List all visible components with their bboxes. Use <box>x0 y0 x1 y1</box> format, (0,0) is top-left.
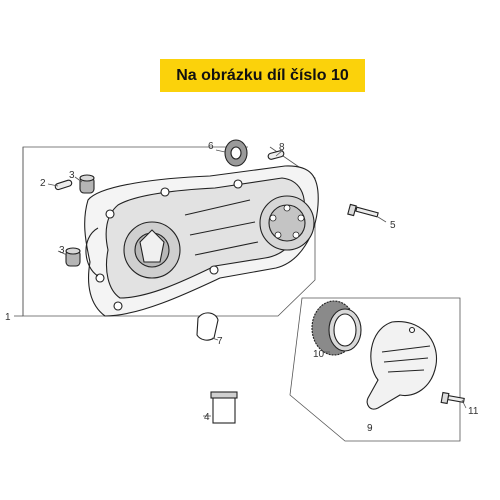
rubber-bush-upper <box>79 174 95 194</box>
callout-9: 9 <box>367 423 373 434</box>
leader-7 <box>211 337 219 341</box>
callout-3-upper: 3 <box>69 170 75 181</box>
screw-5 <box>347 203 379 218</box>
leader-11 <box>461 399 467 409</box>
block-4 <box>210 391 238 424</box>
leader-8 <box>275 149 284 157</box>
leader-3b <box>57 250 68 256</box>
callout-4: 4 <box>204 412 210 423</box>
callout-3-lower: 3 <box>59 245 65 256</box>
banner-text: Na obrázku díl číslo 10 <box>176 66 349 84</box>
leader-6 <box>215 149 226 153</box>
filter-cover <box>366 321 438 410</box>
dowel-pin <box>54 179 73 191</box>
callout-7: 7 <box>217 336 223 347</box>
air-filter-sponge <box>311 300 362 356</box>
callout-2: 2 <box>40 178 46 189</box>
leader-5 <box>377 216 387 223</box>
callout-11: 11 <box>468 406 479 417</box>
screw-11 <box>440 391 465 405</box>
bearing <box>224 139 248 167</box>
gasket-piece <box>196 312 219 341</box>
leader-3a <box>74 176 83 183</box>
crankcase-cover <box>84 165 319 317</box>
callout-10: 10 <box>313 349 325 360</box>
assembly-boundary-cover <box>289 297 461 442</box>
callout-1: 1 <box>5 312 11 323</box>
callout-8: 8 <box>279 142 285 153</box>
callout-6: 6 <box>208 141 214 152</box>
rubber-bush-lower <box>65 247 81 267</box>
callout-5: 5 <box>390 220 396 231</box>
leader-2 <box>47 183 59 187</box>
part-number-banner: Na obrázku díl číslo 10 <box>160 59 365 92</box>
